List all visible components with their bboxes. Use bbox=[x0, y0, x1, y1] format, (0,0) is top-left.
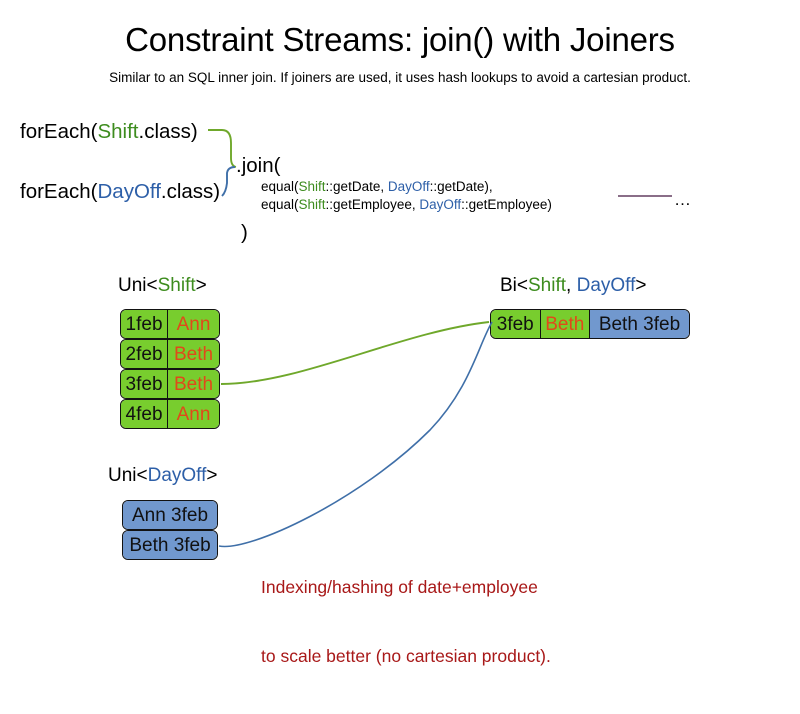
bi-label-type-b: DayOff bbox=[576, 275, 636, 296]
joiner-0-left-method: ::getDate, bbox=[325, 179, 388, 194]
annotation-line-1: Indexing/hashing of date+employee bbox=[261, 577, 538, 597]
foreach-shift-suffix: .class) bbox=[138, 120, 198, 143]
joiner-0-right-type: DayOff bbox=[387, 179, 430, 194]
joiner-1-right-type: DayOff bbox=[419, 197, 462, 212]
code-join-close: ) bbox=[241, 221, 248, 244]
foreach-dayoff-prefix: forEach( bbox=[20, 180, 98, 203]
code-joiner-date: equal(Shift::getDate, DayOff::getDate), bbox=[261, 178, 493, 196]
label-uni-dayoff: Uni<DayOff> bbox=[108, 464, 218, 488]
bi-shift-employee-cell: Beth bbox=[540, 310, 590, 338]
uni-shift-label-type: Shift bbox=[157, 275, 196, 296]
uni-dayoff-label-prefix: Uni< bbox=[108, 465, 148, 486]
connector-lines bbox=[208, 129, 672, 548]
code-joiner-employee: equal(Shift::getEmployee, DayOff::getEmp… bbox=[261, 196, 552, 214]
uni-shift-label-prefix: Uni< bbox=[118, 275, 158, 296]
dayoff-text-cell: Ann 3feb bbox=[123, 501, 217, 529]
bi-tuple-row[interactable]: 3feb Beth Beth 3feb bbox=[490, 309, 690, 339]
bi-label-suffix: > bbox=[635, 275, 647, 296]
code-foreach-dayoff: forEach(DayOff.class) bbox=[20, 179, 220, 205]
shift-date-cell: 4feb bbox=[121, 400, 169, 428]
page-title: Constraint Streams: join() with Joiners bbox=[125, 21, 675, 58]
shift-employee-cell: Beth bbox=[168, 340, 219, 368]
joiner-0-right-method: ::getDate), bbox=[429, 179, 493, 194]
shift-employee-cell: Ann bbox=[168, 400, 219, 428]
uni-shift-label-suffix: > bbox=[195, 275, 207, 296]
uni-dayoff-label-suffix: > bbox=[206, 465, 218, 486]
joiner-1-left-method: ::getEmployee, bbox=[325, 197, 420, 212]
curve-dayoff-to-bi-icon bbox=[218, 321, 493, 548]
shift-date-cell: 3feb bbox=[121, 370, 169, 398]
shift-fact-row[interactable]: 3feb Beth bbox=[120, 369, 220, 399]
page-subtitle: Similar to an SQL inner join. If joiners… bbox=[109, 70, 691, 85]
foreach-shift-prefix: forEach( bbox=[20, 120, 98, 143]
bi-shift-date-cell: 3feb bbox=[491, 310, 541, 338]
label-bi-stream: Bi<Shift, DayOff> bbox=[500, 274, 646, 298]
slide-canvas: Constraint Streams: join() with Joiners … bbox=[20, 21, 691, 666]
code-foreach-shift: forEach(Shift.class) bbox=[20, 119, 198, 145]
ellipsis-label: … bbox=[674, 190, 691, 209]
dayoff-fact-row[interactable]: Ann 3feb bbox=[122, 500, 218, 530]
shift-fact-row[interactable]: 4feb Ann bbox=[120, 399, 220, 429]
code-join-open: .join( bbox=[236, 154, 281, 177]
bi-label-prefix: Bi< bbox=[500, 275, 528, 296]
bi-label-comma: , bbox=[566, 275, 577, 296]
foreach-dayoff-type: DayOff bbox=[97, 180, 161, 203]
dayoff-text-cell: Beth 3feb bbox=[123, 531, 217, 559]
bi-dayoff-cell: Beth 3feb bbox=[590, 310, 689, 338]
joiner-1-right-method: ::getEmployee) bbox=[461, 197, 552, 212]
joiner-0-left-type: Shift bbox=[298, 179, 326, 194]
dayoff-fact-row[interactable]: Beth 3feb bbox=[122, 530, 218, 560]
shift-fact-row[interactable]: 2feb Beth bbox=[120, 339, 220, 369]
label-uni-shift: Uni<Shift> bbox=[118, 274, 207, 298]
uni-dayoff-label-type: DayOff bbox=[147, 465, 207, 486]
joiner-1-prefix: equal( bbox=[261, 197, 299, 212]
shift-fact-row[interactable]: 1feb Ann bbox=[120, 309, 220, 339]
joiner-0-prefix: equal( bbox=[261, 179, 299, 194]
foreach-dayoff-suffix: .class) bbox=[160, 180, 221, 203]
shift-date-cell: 1feb bbox=[121, 310, 169, 338]
shift-employee-cell: Beth bbox=[168, 370, 219, 398]
foreach-shift-type: Shift bbox=[97, 120, 139, 143]
bi-label-type-a: Shift bbox=[528, 275, 567, 296]
brace-dayoff-to-join-icon bbox=[221, 166, 236, 197]
joiner-1-left-type: Shift bbox=[298, 197, 326, 212]
shift-employee-cell: Ann bbox=[168, 310, 219, 338]
annotation-line-2: to scale better (no cartesian product). bbox=[261, 646, 551, 666]
brace-shift-to-join-icon bbox=[208, 129, 237, 168]
annotation-text: Indexing/hashing of date+employee to sca… bbox=[261, 530, 551, 714]
shift-date-cell: 2feb bbox=[121, 340, 169, 368]
curve-shift-to-bi-icon bbox=[220, 321, 490, 385]
